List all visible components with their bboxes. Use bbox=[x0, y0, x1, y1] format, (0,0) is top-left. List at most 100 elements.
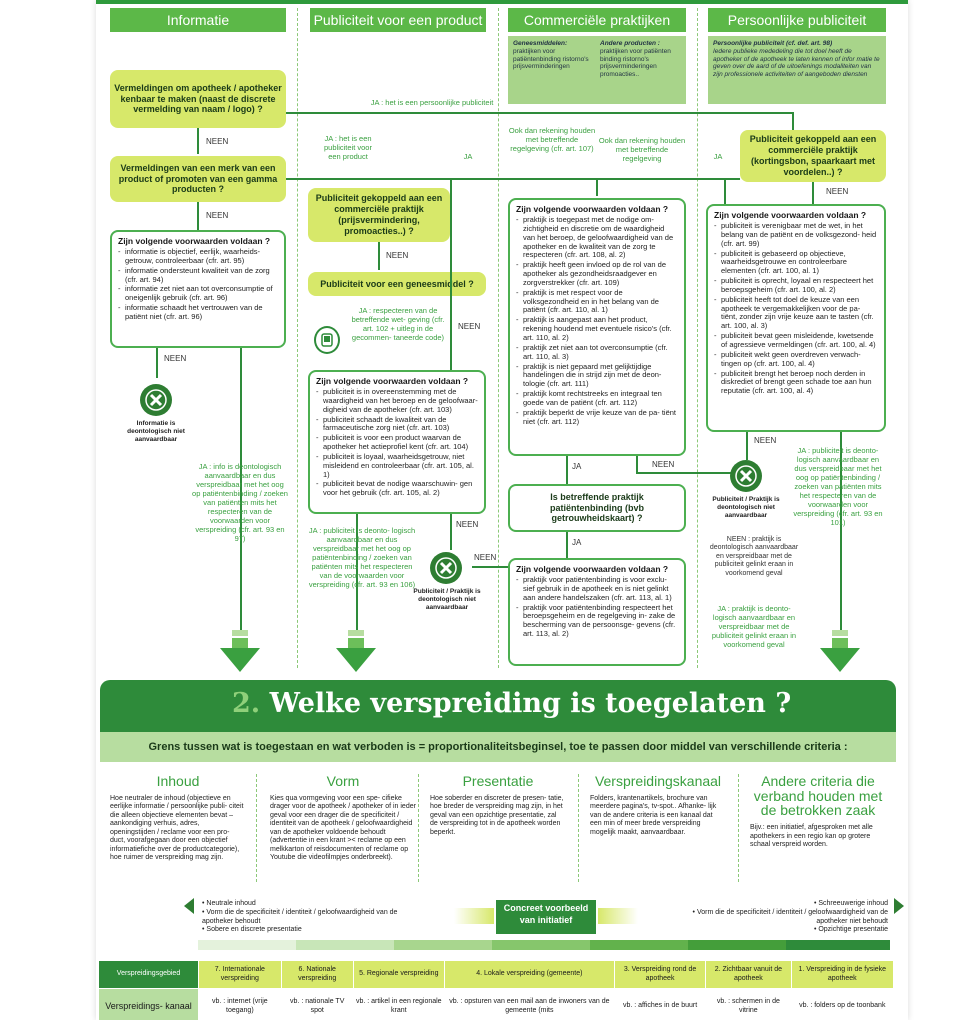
connector bbox=[286, 178, 740, 180]
table-cell: 1. Verspreiding in de fysieke apotheek bbox=[790, 960, 895, 989]
label-ja: JA bbox=[572, 538, 582, 547]
table-cell: vb. : artikel in een regionale krant bbox=[352, 988, 445, 1020]
arrow-right-icon bbox=[894, 898, 904, 914]
criteria-separator bbox=[578, 774, 579, 882]
question-apotheek-kenbaar: Vermeldingen om apotheek / apotheker ken… bbox=[110, 70, 286, 128]
connector bbox=[240, 348, 242, 632]
connector bbox=[378, 242, 380, 270]
table-cell: vb. : schermen in de vitrine bbox=[705, 988, 792, 1020]
conditions-product-box: Zijn volgende voorwaarden voldaan ? publ… bbox=[308, 370, 486, 514]
label-neen: NEEN bbox=[164, 354, 187, 363]
criteria-separator bbox=[256, 774, 257, 882]
conditions-info-box: Zijn volgende voorwaarden voldaan ? info… bbox=[110, 230, 286, 348]
label-neen: NEEN bbox=[206, 211, 229, 220]
reject-icon bbox=[430, 552, 462, 584]
connector bbox=[724, 178, 726, 206]
connector bbox=[746, 432, 748, 460]
scale-segment bbox=[198, 940, 296, 950]
table-row-header: Verspreidings- kanaal bbox=[98, 988, 199, 1020]
connector bbox=[356, 514, 358, 632]
connector bbox=[286, 112, 792, 114]
question-merk-product: Vermeldingen van een merk van een produc… bbox=[110, 156, 286, 202]
table-cell: 5. Regionale verspreiding bbox=[352, 960, 445, 989]
outcome-binding-ja: JA : praktijk is deonto- logisch aanvaar… bbox=[711, 604, 797, 649]
reject-icon bbox=[730, 460, 762, 492]
concreet-voorbeeld-badge: Concreet voorbeeld van initiatief bbox=[496, 900, 596, 934]
outcome-binding-neen: NEEN : praktijk is deontologisch aanvaar… bbox=[709, 536, 799, 577]
label-ja-product: JA : het is een publiciteit voor een pro… bbox=[324, 134, 372, 161]
connector bbox=[472, 566, 508, 568]
scale-segment bbox=[394, 940, 492, 950]
label-ja-persoonlijk: JA : het is een persoonlijke publiciteit bbox=[370, 98, 494, 107]
label-neen: NEEN bbox=[458, 322, 481, 331]
scale-segment bbox=[590, 940, 688, 950]
connector bbox=[840, 432, 842, 632]
down-arrow-icon bbox=[820, 630, 860, 672]
table-cell: 4. Lokale verspreiding (gemeente) bbox=[443, 960, 615, 989]
reject-product-label: Publiciteit / Praktijk is deontologisch … bbox=[413, 588, 481, 611]
label-rekening-art107: Ook dan rekening houden met betreffende … bbox=[508, 126, 596, 153]
table-cell: 3. Verspreiding rond de apotheek bbox=[613, 960, 707, 989]
label-ja: JA bbox=[572, 462, 582, 471]
scale-segment bbox=[296, 940, 394, 950]
reject-personal-label: Publiciteit / Praktijk is deontologisch … bbox=[712, 496, 780, 519]
column-header-personal: Persoonlijke publiciteit bbox=[708, 8, 886, 32]
section2-subtitle: Grens tussen wat is toegestaan en wat ve… bbox=[100, 732, 896, 762]
label-ja: JA bbox=[713, 152, 723, 161]
conditions-personal-box: Zijn volgende voorwaarden voldaan ? publ… bbox=[706, 204, 886, 432]
outcome-info-ja: JA : info is deontologisch aanvaardbaar … bbox=[192, 462, 288, 543]
column-header-product: Publiciteit voor een product bbox=[310, 8, 486, 32]
label-ja: JA bbox=[463, 152, 473, 161]
poster: Informatie Publiciteit voor een product … bbox=[96, 0, 908, 1020]
distribution-table: Verspreidingsgebied 7. Internationale ve… bbox=[98, 960, 895, 1020]
table-cell: vb. : folders op de toonbank bbox=[790, 988, 895, 1020]
table-row: Verspreidings- kanaal vb. : internet (vr… bbox=[98, 988, 895, 1020]
label-neen: NEEN bbox=[206, 137, 229, 146]
arrow-left-icon bbox=[184, 898, 194, 914]
label-neen: NEEN bbox=[386, 251, 409, 260]
table-cell: 2. Zichtbaar vanuit de apotheek bbox=[705, 960, 792, 989]
outcome-product-ja: JA : publiciteit is deonto- logisch aanv… bbox=[308, 526, 416, 589]
connector bbox=[197, 202, 199, 230]
scale-segment bbox=[492, 940, 590, 950]
section2-banner: 2. Welke verspreiding is toegelaten ? bbox=[100, 680, 896, 732]
connector bbox=[636, 456, 638, 474]
question-commercial-practice-product: Publiciteit gekoppeld aan een commerciël… bbox=[308, 188, 450, 242]
label-neen: NEEN bbox=[754, 436, 777, 445]
top-bar bbox=[96, 0, 908, 4]
connector bbox=[450, 514, 452, 550]
label-neen: NEEN bbox=[652, 460, 675, 469]
conditions-binding-box: Zijn volgende voorwaarden voldaan ? prak… bbox=[508, 558, 686, 666]
column-header-commercial: Commerciële praktijken bbox=[508, 8, 686, 32]
scale-left: • Neutrale inhoud• Vorm die de specifici… bbox=[202, 900, 398, 934]
column-header-informatie: Informatie bbox=[110, 8, 286, 32]
table-cell: vb. : opsturen van een mail aan de inwon… bbox=[443, 988, 615, 1020]
connector bbox=[156, 348, 158, 378]
connector bbox=[197, 128, 199, 154]
criteria-separator bbox=[738, 774, 739, 882]
column-separator bbox=[697, 8, 698, 668]
scale-fade-left bbox=[454, 908, 494, 924]
table-cell: vb. : internet (vrije toegang) bbox=[198, 988, 282, 1020]
question-commercial-practice-personal: Publiciteit gekoppeld aan een commerciël… bbox=[740, 130, 886, 182]
table-row: Verspreidingsgebied 7. Internationale ve… bbox=[98, 960, 895, 989]
connector bbox=[566, 456, 568, 484]
section2-title: 2. Welke verspreiding is toegelaten ? bbox=[232, 688, 792, 719]
label-neen: NEEN bbox=[456, 520, 479, 529]
phone-icon bbox=[314, 326, 340, 354]
reject-icon bbox=[140, 384, 172, 416]
scale-fade-right bbox=[598, 908, 638, 924]
outcome-personal-ja: JA : publiciteit is deonto- logisch aanv… bbox=[793, 446, 883, 527]
down-arrow-icon bbox=[336, 630, 376, 672]
label-ja-respecteren: JA : respecteren van de betreffende wet-… bbox=[351, 306, 445, 342]
reject-info-label: Informatie is deontologisch niet aanvaar… bbox=[127, 420, 185, 443]
scale-segment bbox=[786, 940, 890, 950]
criteria-separator bbox=[418, 774, 419, 882]
criterion-andere: Andere criteria die verband houden met d… bbox=[750, 773, 883, 849]
table-cell: 7. Internationale verspreiding bbox=[198, 960, 282, 989]
scale-segment bbox=[688, 940, 786, 950]
